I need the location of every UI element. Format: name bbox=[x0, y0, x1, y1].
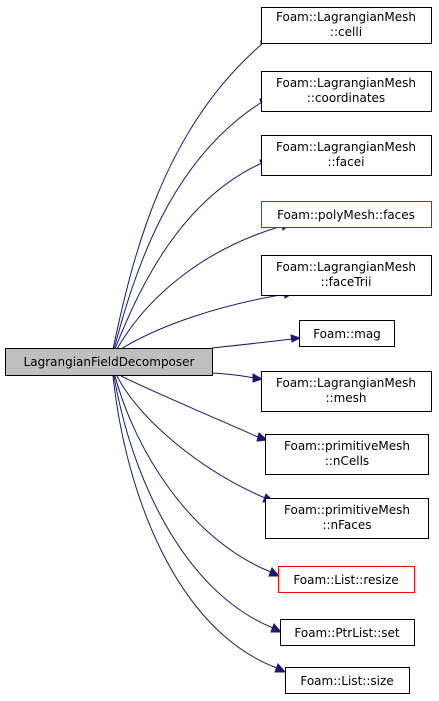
edge-to-set-arrow bbox=[270, 623, 283, 633]
node-nfaces[interactable]: Foam::primitiveMesh ::nFaces bbox=[265, 498, 429, 539]
edge-to-ncells bbox=[120, 375, 259, 438]
edge-to-mag bbox=[211, 338, 293, 349]
node-size-line1: Foam::List::size bbox=[300, 674, 393, 688]
node-resize-line1: Foam::List::resize bbox=[293, 573, 398, 587]
node-mag[interactable]: Foam::mag bbox=[299, 320, 395, 347]
node-facetrii-line1: Foam::LagrangianMesh bbox=[276, 260, 416, 274]
edge-to-nfaces bbox=[116, 375, 266, 499]
node-ncells[interactable]: Foam::primitiveMesh ::nCells bbox=[265, 434, 429, 475]
edge-to-size bbox=[112, 375, 278, 669]
node-mesh-line1: Foam::LagrangianMesh bbox=[276, 376, 416, 390]
edge-to-resize-arrow bbox=[268, 567, 281, 577]
node-mesh-line2: ::mesh bbox=[325, 391, 366, 405]
edge-to-mag-arrow bbox=[290, 334, 302, 343]
node-coordinates[interactable]: Foam::LagrangianMesh ::coordinates bbox=[261, 71, 432, 112]
edge-to-set bbox=[113, 375, 274, 629]
node-facetrii-line2: ::faceTrii bbox=[321, 275, 372, 289]
node-faces-line1: Foam::polyMesh::faces bbox=[277, 208, 415, 222]
node-celli[interactable]: Foam::LagrangianMesh ::celli bbox=[261, 7, 432, 44]
node-mesh[interactable]: Foam::LagrangianMesh ::mesh bbox=[261, 371, 432, 412]
node-facei[interactable]: Foam::LagrangianMesh ::facei bbox=[261, 135, 432, 176]
edge-to-coordinates bbox=[113, 101, 263, 350]
node-coordinates-line2: ::coordinates bbox=[307, 91, 385, 105]
edge-to-size-arrow bbox=[274, 663, 287, 673]
node-coordinates-line1: Foam::LagrangianMesh bbox=[276, 76, 416, 90]
source-node-label: LagrangianFieldDecomposer bbox=[24, 355, 195, 369]
node-facei-line1: Foam::LagrangianMesh bbox=[276, 140, 416, 154]
edge-to-facei bbox=[114, 162, 263, 350]
node-celli-line2: ::celli bbox=[330, 25, 362, 39]
node-ncells-line2: ::nCells bbox=[325, 454, 369, 468]
node-nfaces-line1: Foam::primitiveMesh bbox=[284, 503, 410, 517]
node-size[interactable]: Foam::List::size bbox=[285, 667, 410, 694]
edge-to-resize bbox=[114, 375, 272, 573]
node-facei-line2: ::facei bbox=[328, 155, 365, 169]
node-celli-line1: Foam::LagrangianMesh bbox=[276, 10, 416, 24]
edge-to-faces bbox=[116, 225, 283, 350]
node-ncells-line1: Foam::primitiveMesh bbox=[284, 439, 410, 453]
source-node[interactable]: LagrangianFieldDecomposer bbox=[5, 348, 213, 376]
node-facetrii[interactable]: Foam::LagrangianMesh ::faceTrii bbox=[261, 255, 432, 296]
node-resize[interactable]: Foam::List::resize bbox=[278, 566, 415, 593]
node-nfaces-line2: ::nFaces bbox=[322, 518, 371, 532]
edge-to-mesh bbox=[211, 372, 255, 379]
node-faces[interactable]: Foam::polyMesh::faces bbox=[261, 201, 432, 228]
edge-to-facetrii bbox=[120, 293, 287, 350]
edge-to-celli bbox=[112, 43, 263, 350]
edge-to-mesh-arrow bbox=[252, 373, 264, 383]
edge-to-ncells-arrow bbox=[256, 432, 269, 442]
node-mag-line1: Foam::mag bbox=[313, 327, 381, 341]
node-set[interactable]: Foam::PtrList::set bbox=[280, 619, 415, 646]
node-set-line1: Foam::PtrList::set bbox=[294, 626, 400, 640]
